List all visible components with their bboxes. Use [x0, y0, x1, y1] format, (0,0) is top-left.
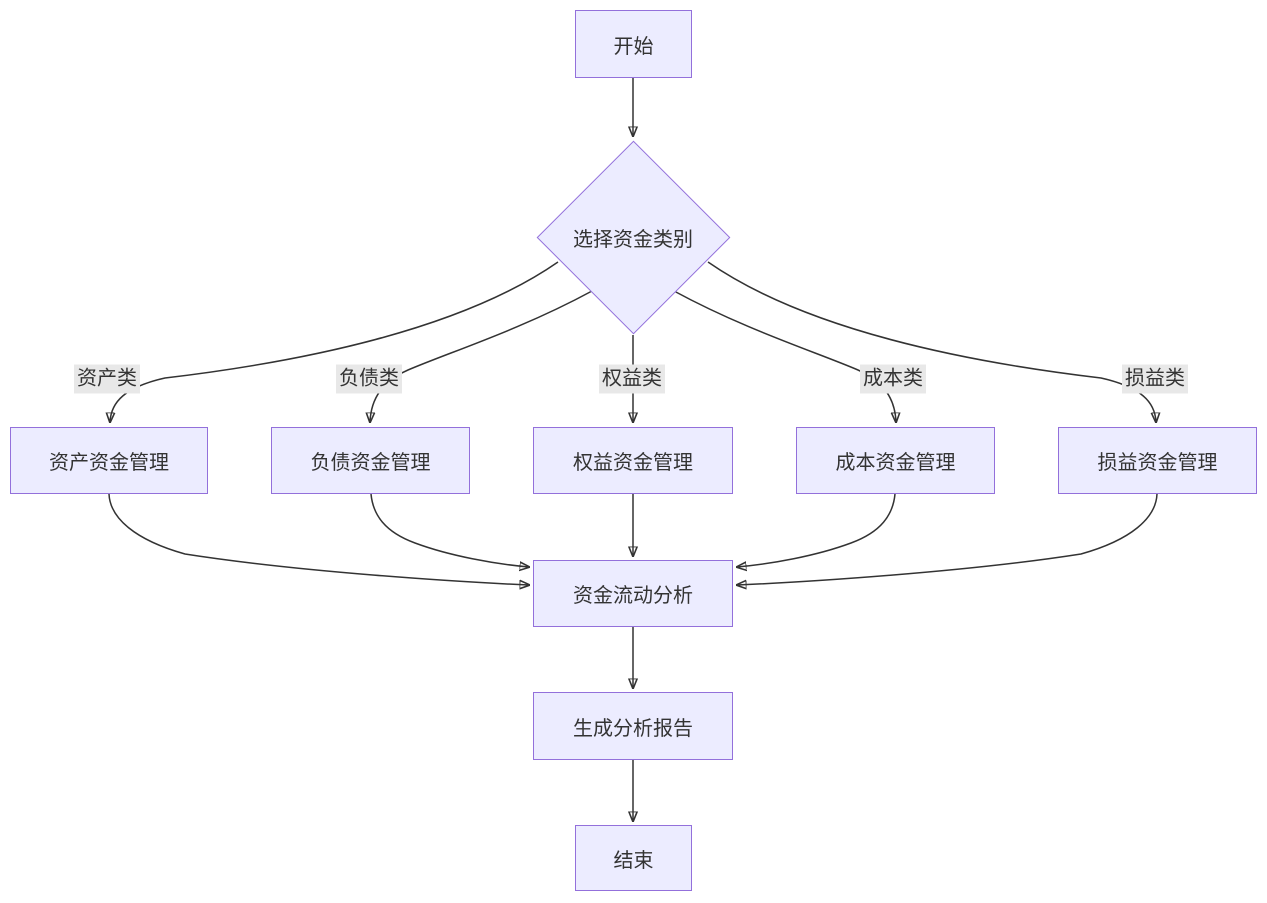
node-cost-label: 成本资金管理	[835, 452, 956, 474]
edge-decision-pnl	[707, 261, 1156, 422]
node-cost: 成本资金管理	[796, 427, 995, 494]
node-equity-label: 权益资金管理	[573, 452, 693, 474]
edge-label-liability: 负债类	[336, 364, 402, 394]
node-equity: 权益资金管理	[533, 427, 733, 494]
edge-liability-analysis	[370, 493, 529, 567]
edge-cost-analysis	[737, 493, 896, 567]
node-end-label: 结束	[613, 849, 654, 872]
node-end: 结束	[575, 825, 692, 891]
node-asset: 资产资金管理	[10, 427, 208, 494]
edge-decision-cost	[673, 290, 896, 422]
edge-asset-analysis	[108, 493, 529, 585]
node-start: 开始	[575, 10, 692, 78]
edge-decision-liability	[370, 290, 593, 422]
node-report-label: 生成分析报告	[573, 717, 693, 740]
node-report: 生成分析报告	[533, 692, 733, 760]
node-liability: 负债资金管理	[271, 427, 470, 494]
edge-label-pnl: 损益类	[1122, 364, 1188, 394]
edge-label-asset: 资产类	[74, 364, 140, 394]
node-analysis-label: 资金流动分析	[573, 585, 693, 607]
node-decision-label: 选择资金类别	[573, 228, 693, 251]
node-pnl-label: 损益资金管理	[1097, 452, 1218, 474]
node-liability-label: 负债资金管理	[310, 452, 431, 474]
edge-decision-asset	[110, 261, 559, 422]
node-decision: 选择资金类别	[533, 222, 733, 252]
edge-label-equity: 权益类	[599, 364, 665, 394]
edge-label-cost: 成本类	[860, 364, 926, 394]
node-start-label: 开始	[613, 35, 654, 58]
node-asset-label: 资产资金管理	[49, 452, 169, 474]
node-analysis: 资金流动分析	[533, 560, 733, 627]
node-pnl: 损益资金管理	[1058, 427, 1257, 494]
edge-pnl-analysis	[737, 493, 1158, 585]
